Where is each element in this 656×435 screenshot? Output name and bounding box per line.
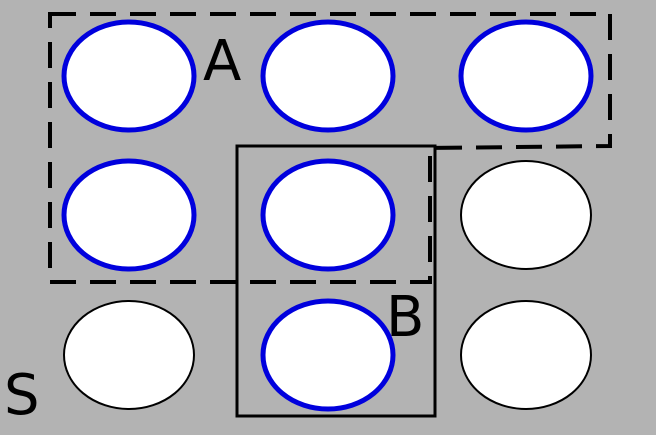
highlighted-outcome-3-2 xyxy=(260,298,396,412)
highlighted-outcome-1-3 xyxy=(458,19,594,133)
set-a-region xyxy=(48,12,612,284)
outcome-3-3 xyxy=(460,300,592,410)
set-b-label: B xyxy=(386,285,424,350)
set-a-label: A xyxy=(203,29,241,94)
outcome-grid xyxy=(61,19,594,412)
highlighted-outcome-2-2 xyxy=(260,158,396,272)
highlighted-outcome-1-1 xyxy=(61,19,197,133)
outcome-2-3 xyxy=(460,160,592,270)
universe-label: S xyxy=(4,363,40,428)
outcome-3-1 xyxy=(63,300,195,410)
highlighted-outcome-2-1 xyxy=(61,158,197,272)
set-b-region xyxy=(235,144,437,418)
highlighted-outcome-1-2 xyxy=(260,19,396,133)
